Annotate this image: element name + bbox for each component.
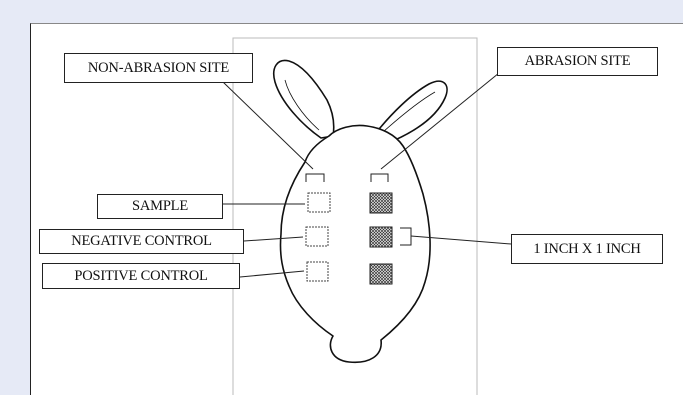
- negative-control-patch-abrasion: [370, 227, 392, 247]
- positive-control-label: POSITIVE CONTROL: [42, 263, 240, 289]
- positive-control-patch-abrasion: [370, 264, 392, 284]
- non-abrasion-site-label: NON-ABRASION SITE: [64, 53, 253, 83]
- negative-control-patch-non-abrasion: [306, 227, 328, 246]
- patch-size-label: 1 INCH X 1 INCH: [511, 234, 663, 264]
- diagram-panel: NON-ABRASION SITE ABRASION SITE SAMPLE N…: [30, 23, 683, 395]
- sample-label: SAMPLE: [97, 194, 223, 219]
- negative-control-label: NEGATIVE CONTROL: [39, 229, 244, 254]
- abrasion-site-label: ABRASION SITE: [497, 47, 658, 76]
- positive-control-patch-non-abrasion: [307, 262, 328, 281]
- sample-patch-abrasion: [370, 193, 392, 213]
- sample-patch-non-abrasion: [308, 193, 330, 212]
- rabbit-outline-icon: [274, 60, 447, 362]
